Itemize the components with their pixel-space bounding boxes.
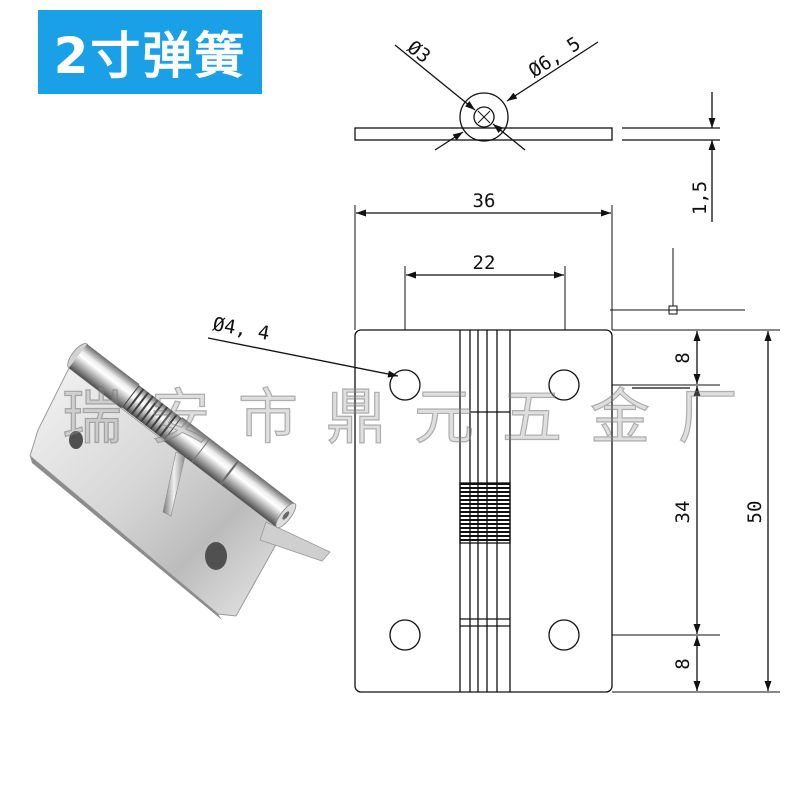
hinge-hole-upper (69, 431, 83, 449)
spring-blade (259, 521, 331, 562)
spring-coil (121, 385, 182, 441)
height-label: 50 (744, 501, 766, 524)
spring-section (459, 482, 511, 544)
bottom-margin-label: 8 (672, 658, 694, 669)
watermark-text: 瑞安市鼎元五金厂 (62, 383, 738, 453)
hinge-leaf-edge (30, 456, 222, 620)
thickness-label: 1,5 (689, 181, 711, 215)
mount-hole-bottom-left (389, 619, 421, 651)
top-view: Ø3 Ø6, 5 1,5 (354, 33, 720, 222)
mount-hole-top-right (548, 369, 580, 401)
front-view-plate (354, 329, 613, 693)
mount-hole-top-left (389, 369, 421, 401)
hinge-photo (29, 343, 331, 620)
product-size-label: 2寸弹簧 (38, 10, 262, 94)
mount-hole-bottom-right (548, 619, 580, 651)
reference-marker (668, 305, 678, 315)
product-size-label-text: 2寸弹簧 (53, 27, 247, 85)
knuckle-strip (459, 330, 511, 692)
width-label: 36 (473, 190, 496, 212)
hinge-knuckle (67, 343, 297, 529)
inner-diameter-label: Ø3 (403, 36, 435, 67)
hole-spacing-label: 22 (473, 252, 496, 274)
hinge-hole-lower (205, 542, 227, 570)
outer-diameter-label: Ø6, 5 (525, 33, 585, 83)
knuckle-inner-circle (473, 106, 495, 128)
top-view-plate (354, 127, 613, 141)
top-margin-label: 8 (672, 352, 694, 363)
hole-pitch-label: 34 (672, 501, 694, 524)
knuckle-outer-circle (459, 92, 509, 142)
